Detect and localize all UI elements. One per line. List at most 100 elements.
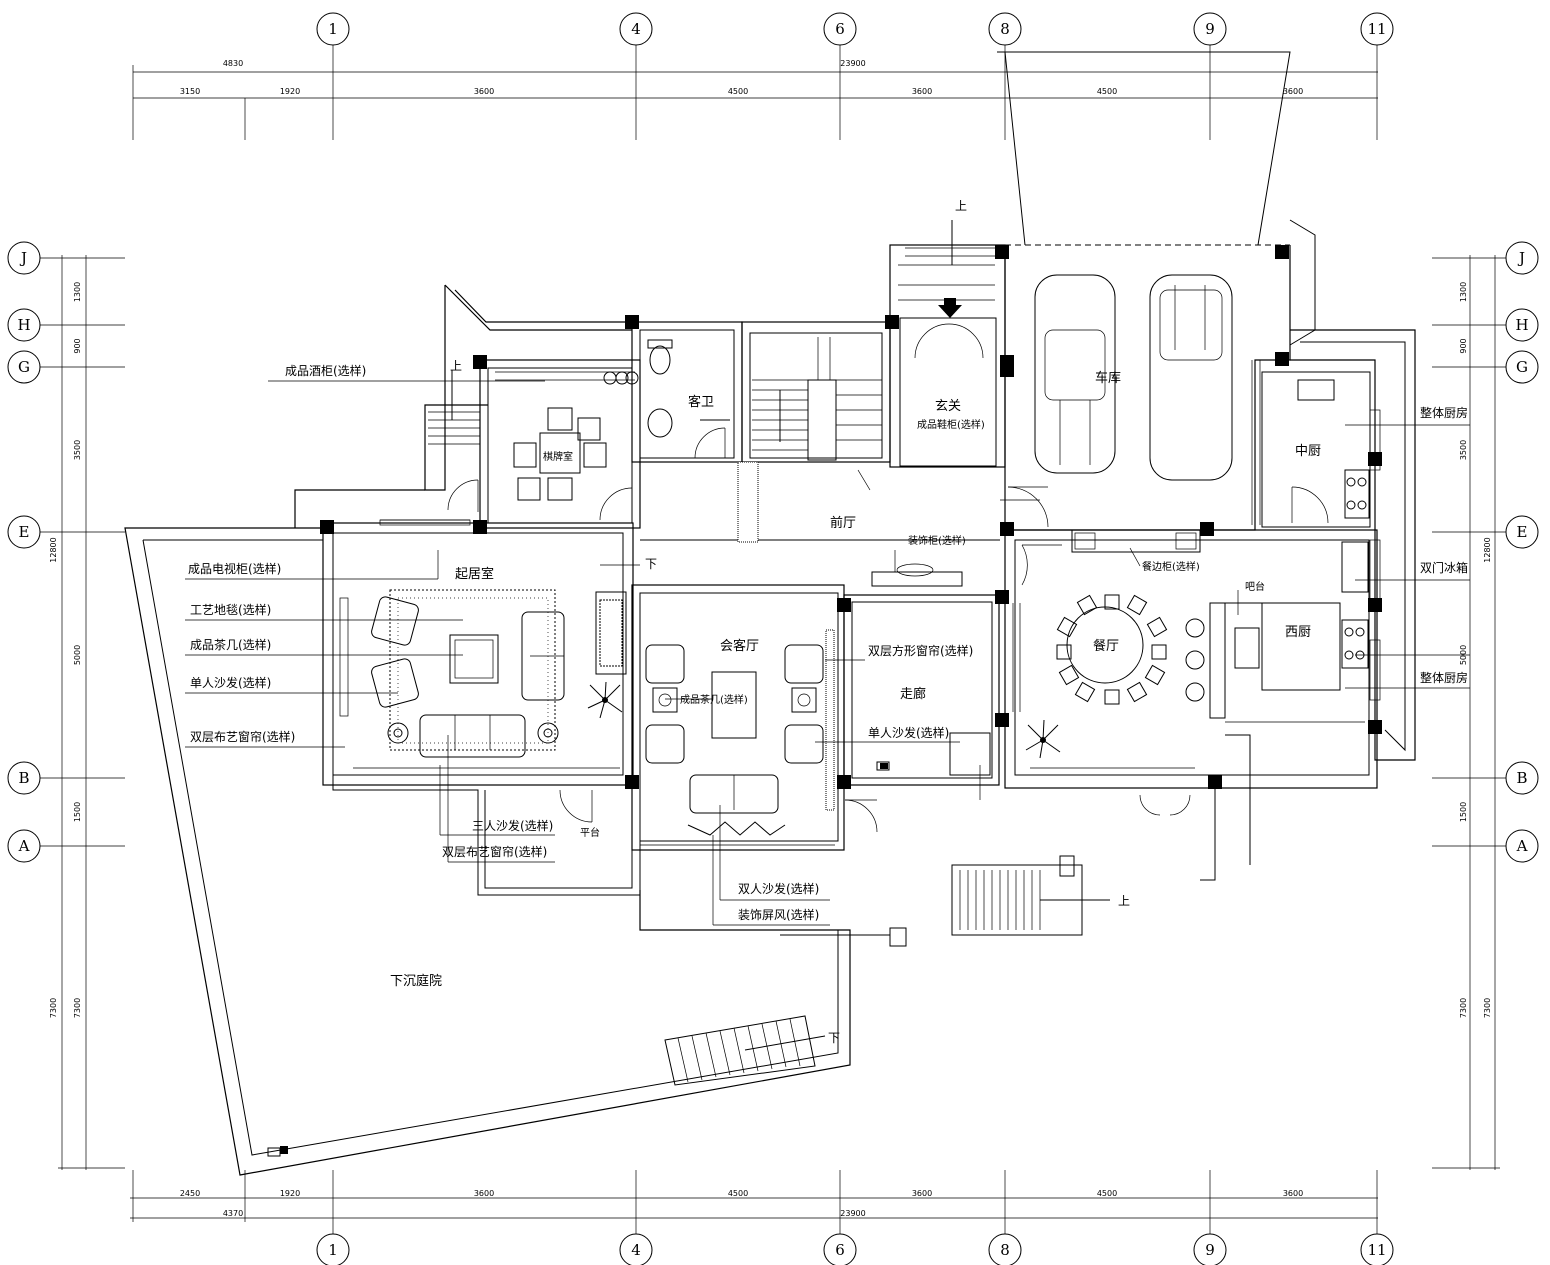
three-seat-sofa-icon [419,714,526,758]
dim-right-seg: 1500 [1459,802,1468,822]
armchair-icon [784,724,824,764]
plant-icon [587,681,623,719]
note-double-curtain-bottom: 双层布艺窗帘(选样) [442,844,547,859]
dim-left-total-b: 7300 [49,998,58,1018]
note-up-stair-bottom: 上 [1118,894,1130,908]
grid-bubble-left: G [18,358,30,376]
dim-left-seg: 900 [73,338,82,353]
south-stair [780,855,1110,947]
toilet-icon [649,345,671,375]
note-roman-blind: 双层方形窗帘(选样) [868,643,973,658]
main-stair [752,337,882,461]
top-dimension-chain: 4830 23900 3150 1920 3600 4500 3600 4500… [132,45,1378,140]
dim-left-seg: 7300 [73,998,82,1018]
note-single-sofa-right: 单人沙发(选样) [868,725,949,740]
dim-top-seg: 4500 [728,87,748,96]
room-label-chinese-kitchen: 中厨 [1295,444,1321,459]
note-tv-cabinet: 成品电视柜(选样) [188,561,281,576]
dim-right-seg: 3500 [1459,440,1468,460]
structural-columns [320,245,1382,789]
garage-cars [1034,274,1261,525]
basin-icon [647,408,673,438]
grid-bubble-bottom: 4 [631,1241,641,1259]
note-wine-cabinet: 成品酒柜(选样) [285,363,366,378]
room-label-guest-wc: 客卫 [688,394,714,410]
room-label-garage: 车库 [1095,370,1121,386]
note-single-sofa: 单人沙发(选样) [190,675,271,690]
room-label-reception-hall: 会客厅 [720,638,759,654]
living-room-furniture [339,589,627,758]
grid-bubble-left: A [18,837,30,855]
grid-bubble-top: 9 [1205,20,1215,38]
room-label-terrace: 平台 [580,826,600,839]
plant-icon [1025,719,1061,759]
leader-lines [185,380,1470,926]
sink-icon [1297,379,1335,401]
windows [353,409,1381,846]
grid-bubble-left: J [19,249,27,267]
note-up-left: 上 [450,359,462,373]
dim-bottom-seg: 3600 [912,1189,932,1198]
carpet-icon [389,589,556,751]
note-carpet: 工艺地毯(选样) [190,602,271,617]
grid-bubble-top: 11 [1367,20,1386,38]
grid-bubble-left: H [17,316,30,334]
grid-bubble-bottom: 8 [1000,1241,1010,1259]
armchair-icon [784,644,824,684]
grid-bubbles: 1 4 6 8 9 11 1 4 6 8 9 11 J H G E B A J … [7,12,1539,1265]
dim-top-seg: 3600 [1283,87,1303,96]
dim-bottom-seg: 1920 [280,1189,300,1198]
dim-top-seg: 1920 [280,87,300,96]
guest-wc-fixtures [647,339,759,543]
grid-bubble-bottom: 6 [835,1241,845,1259]
dim-right-seg: 7300 [1459,998,1468,1018]
dining-furniture [1056,529,1226,719]
grid-bubble-right: B [1516,769,1527,787]
right-dimension-chain: 1300 900 3500 5000 1500 7300 12800 7300 [1432,255,1508,1170]
note-double-fridge: 双门冰箱 [1420,560,1468,575]
grid-bubble-bottom: 11 [1367,1241,1386,1259]
grid-bubble-right: A [1516,837,1528,855]
note-integral-kitchen-top: 整体厨房 [1420,405,1468,420]
dim-left-seg: 1300 [73,282,82,302]
annotation-labels: 成品酒柜(选样) 成品电视柜(选样) 工艺地毯(选样) 成品茶几(选样) 单人沙… [188,199,1468,1045]
bar-counter-icon [1209,602,1226,719]
dim-right-seg: 1300 [1459,282,1468,302]
note-integral-kitchen-bottom: 整体厨房 [1420,670,1468,685]
dining-cabinet-icon [1071,529,1201,553]
chess-room-furniture [513,371,639,501]
plants [587,681,1061,759]
note-down-arrow: 下 [645,557,657,571]
note-square-table: 成品茶几(选样) [680,693,748,706]
grid-bubble-top: 8 [1000,20,1010,38]
room-label-bar-counter: 吧台 [1245,580,1265,593]
chess-table-icon [539,432,581,474]
armchair-icon [645,724,685,764]
dim-bottom-seg: 2450 [180,1189,200,1198]
single-sofa-icon [371,658,419,708]
single-sofa-icon [371,596,419,646]
grid-bubble-right: J [1517,249,1525,267]
room-label-dining-room: 餐厅 [1093,638,1119,654]
left-dimension-chain: 1300 900 3500 5000 1500 7300 12800 7300 [40,255,125,1170]
note-three-seat-sofa: 三人沙发(选样) [472,818,553,833]
grid-bubble-right: E [1517,523,1528,541]
stove-icon [1341,619,1369,669]
dim-right-total-b: 7300 [1483,998,1492,1018]
room-label-entrance: 玄关 [935,399,961,414]
grid-bubble-top: 4 [631,20,641,38]
dim-bottom-total-a: 4370 [223,1209,243,1218]
dim-bottom-seg: 4500 [728,1189,748,1198]
garden-steps [664,1015,826,1086]
dim-left-seg: 1500 [73,802,82,822]
dim-bottom-total-b: 23900 [840,1209,865,1218]
grid-bubble-top: 1 [328,20,338,38]
dim-top-seg: 4500 [1097,87,1117,96]
dim-top-total-a: 4830 [223,59,243,68]
grid-bubble-bottom: 9 [1205,1241,1215,1259]
dim-bottom-seg: 3600 [474,1189,494,1198]
room-label-western-kitchen: 西厨 [1285,625,1311,640]
label-entrance-cabinet: 成品鞋柜(选样) [917,418,985,431]
note-dining-cabinet: 餐边柜(选样) [1142,560,1200,573]
dim-right-total-a: 12800 [1483,537,1492,562]
